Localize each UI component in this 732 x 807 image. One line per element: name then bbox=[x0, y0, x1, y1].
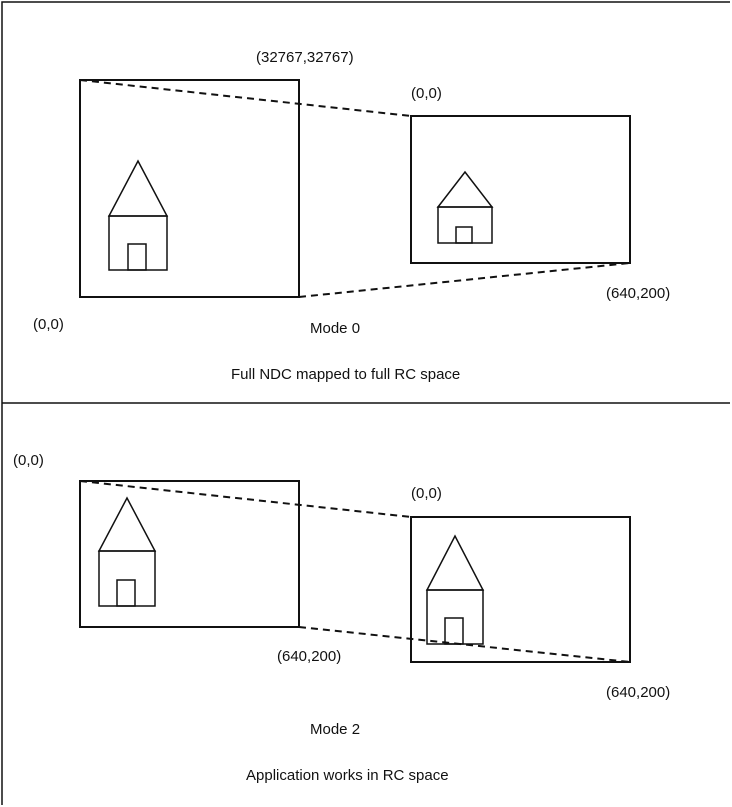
house-icon bbox=[425, 534, 485, 645]
house-body bbox=[437, 206, 493, 244]
panel-mode-0 bbox=[79, 79, 631, 298]
app-top-left-label: (0,0) bbox=[13, 452, 44, 469]
house-door bbox=[444, 617, 464, 645]
rc-top-left-label: (0,0) bbox=[411, 85, 442, 102]
rc-bottom-right-label: (640,200) bbox=[606, 285, 670, 302]
house-roof bbox=[436, 170, 494, 208]
ndc-top-right-label: (32767,32767) bbox=[256, 49, 354, 66]
app-bottom-right-label: (640,200) bbox=[277, 648, 341, 665]
house-roof bbox=[425, 534, 485, 591]
ndc-rectangle bbox=[79, 79, 300, 298]
rc-rectangle bbox=[410, 115, 631, 264]
projection-line-bottom bbox=[298, 626, 631, 663]
house-body bbox=[426, 589, 484, 645]
app-rectangle bbox=[79, 480, 300, 628]
panel-mode-2-labels: (0,0) (640,200) (0,0) (640,200) Mode 2 A… bbox=[13, 452, 670, 784]
house-roof bbox=[107, 159, 169, 217]
panel-caption: Application works in RC space bbox=[246, 767, 449, 784]
panel-mode-0-labels: (32767,32767) (0,0) (0,0) (640,200) Mode… bbox=[33, 49, 670, 383]
house-door bbox=[116, 579, 136, 607]
house-door bbox=[127, 243, 147, 271]
house-body bbox=[98, 550, 156, 607]
mode-label: Mode 0 bbox=[310, 320, 360, 337]
house-icon bbox=[436, 170, 494, 244]
mode-label: Mode 2 bbox=[310, 721, 360, 738]
house-body bbox=[108, 215, 168, 271]
house-roof bbox=[97, 496, 157, 552]
rc-bottom-right-label: (640,200) bbox=[606, 684, 670, 701]
house-door bbox=[455, 226, 473, 244]
panel-caption: Full NDC mapped to full RC space bbox=[231, 366, 460, 383]
projection-line-top bbox=[79, 480, 412, 518]
projection-line-bottom bbox=[298, 262, 631, 298]
rc-rectangle bbox=[410, 516, 631, 663]
ndc-bottom-left-label: (0,0) bbox=[33, 316, 64, 333]
projection-line-top bbox=[79, 79, 412, 117]
rc-top-left-label: (0,0) bbox=[411, 485, 442, 502]
house-icon bbox=[107, 159, 169, 271]
house-icon bbox=[97, 496, 157, 607]
panel-mode-2 bbox=[79, 480, 631, 663]
